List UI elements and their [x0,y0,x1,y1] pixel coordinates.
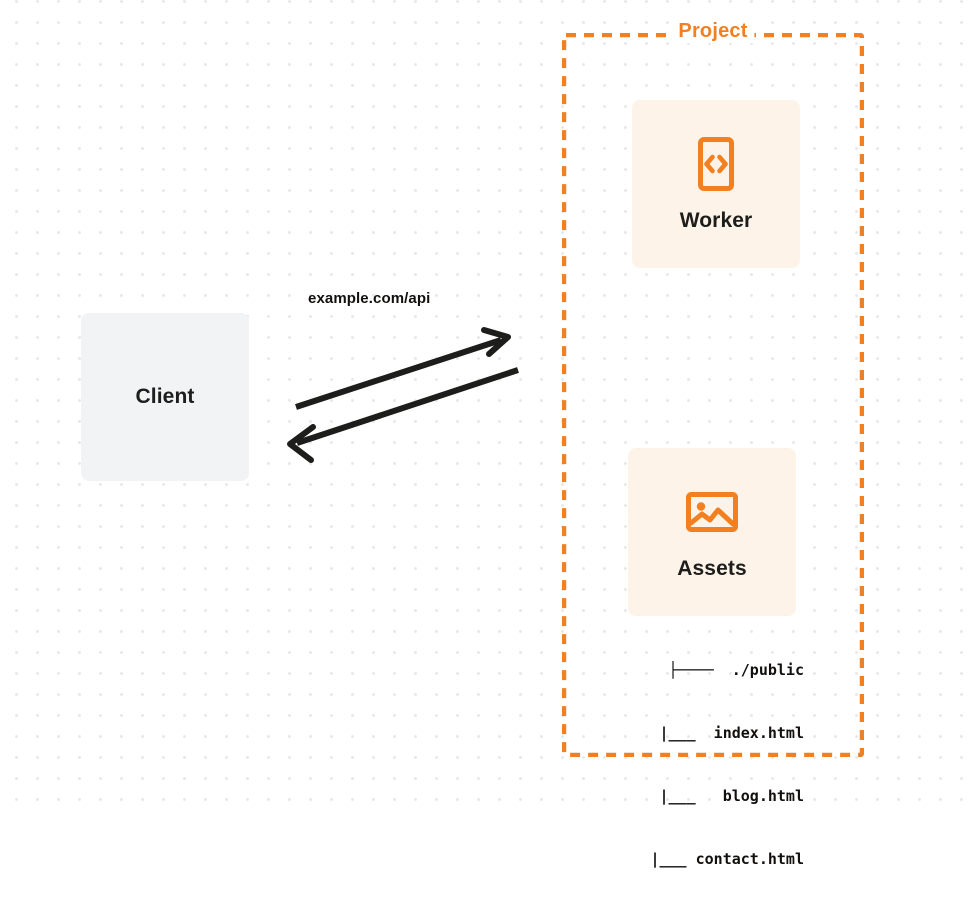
file-tree-row-index: |___ index.html [632,724,804,742]
assets-file-tree: ├──── ./public |___ index.html |___ blog… [604,618,804,912]
assets-node-label: Assets [677,557,747,580]
worker-node[interactable]: Worker [632,100,800,268]
client-node-label: Client [135,385,195,408]
file-tree-row-root: ├──── ./public [668,661,804,679]
diagram-canvas: Client example.com/api Project Worker [0,0,980,868]
worker-node-label: Worker [679,209,753,232]
file-tree-row-contact: |___ contact.html [623,850,804,868]
client-node[interactable]: Client [81,313,249,481]
response-arrow [287,367,519,463]
connection-label: example.com/api [308,290,431,307]
file-tree-row-blog: |___ blog.html [632,787,804,805]
image-icon [686,492,738,532]
project-container: Project [562,20,864,757]
project-title: Project [671,20,755,43]
request-arrow [295,327,511,410]
code-brackets-icon [698,137,734,191]
assets-node[interactable]: Assets [628,448,796,616]
